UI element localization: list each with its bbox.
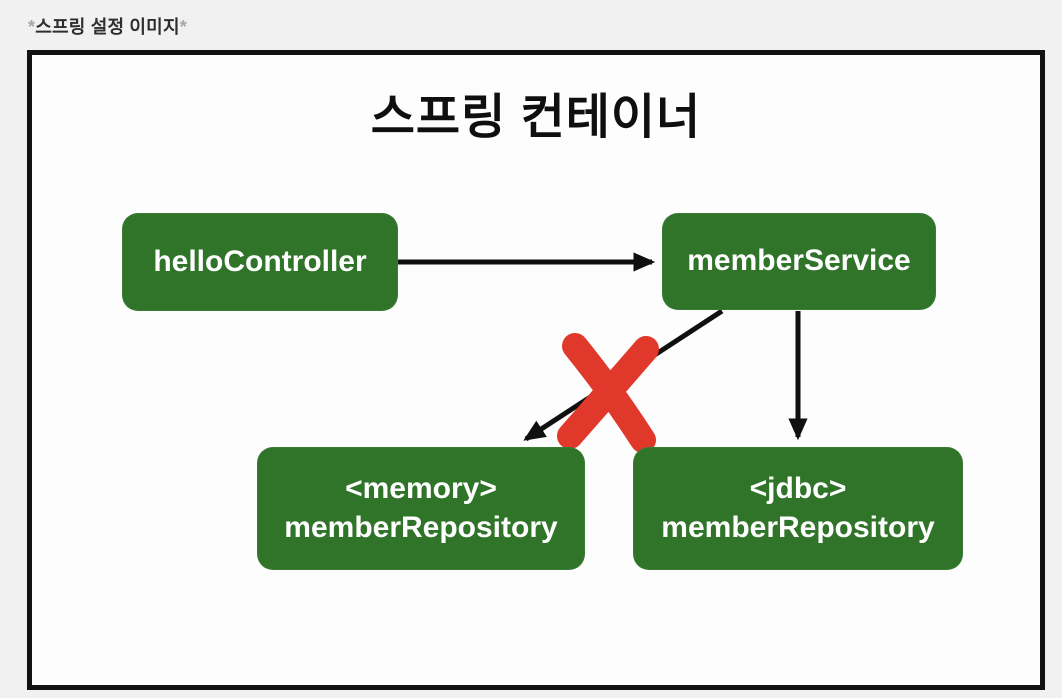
node-label: memberService [687,244,911,278]
node-memory-member-repository: <memory> memberRepository [257,447,585,570]
node-jdbc-member-repository: <jdbc> memberRepository [633,447,963,570]
caption-text: 스프링 설정 이미지 [35,17,180,37]
diagram-title: 스프링 컨테이너 [370,91,702,144]
cross-out-x-icon [557,333,659,453]
caption-asterisk-right: * [179,17,187,37]
node-member-service: memberService [662,213,936,310]
node-label-line1: <memory> [345,472,497,506]
spring-container-frame: 스프링 컨테이너 helloController memberService <… [27,50,1045,690]
node-label-line2: memberRepository [284,510,558,544]
connector-layer [398,252,808,453]
node-label-line2: memberRepository [661,510,935,544]
node-hello-controller: helloController [122,213,398,311]
page-caption: *스프링 설정 이미지* [28,13,187,39]
node-label-line1: <jdbc> [749,472,847,506]
caption-asterisk-left: * [28,17,36,37]
node-label: helloController [153,244,367,278]
arrow-service-to-memory [523,308,724,442]
